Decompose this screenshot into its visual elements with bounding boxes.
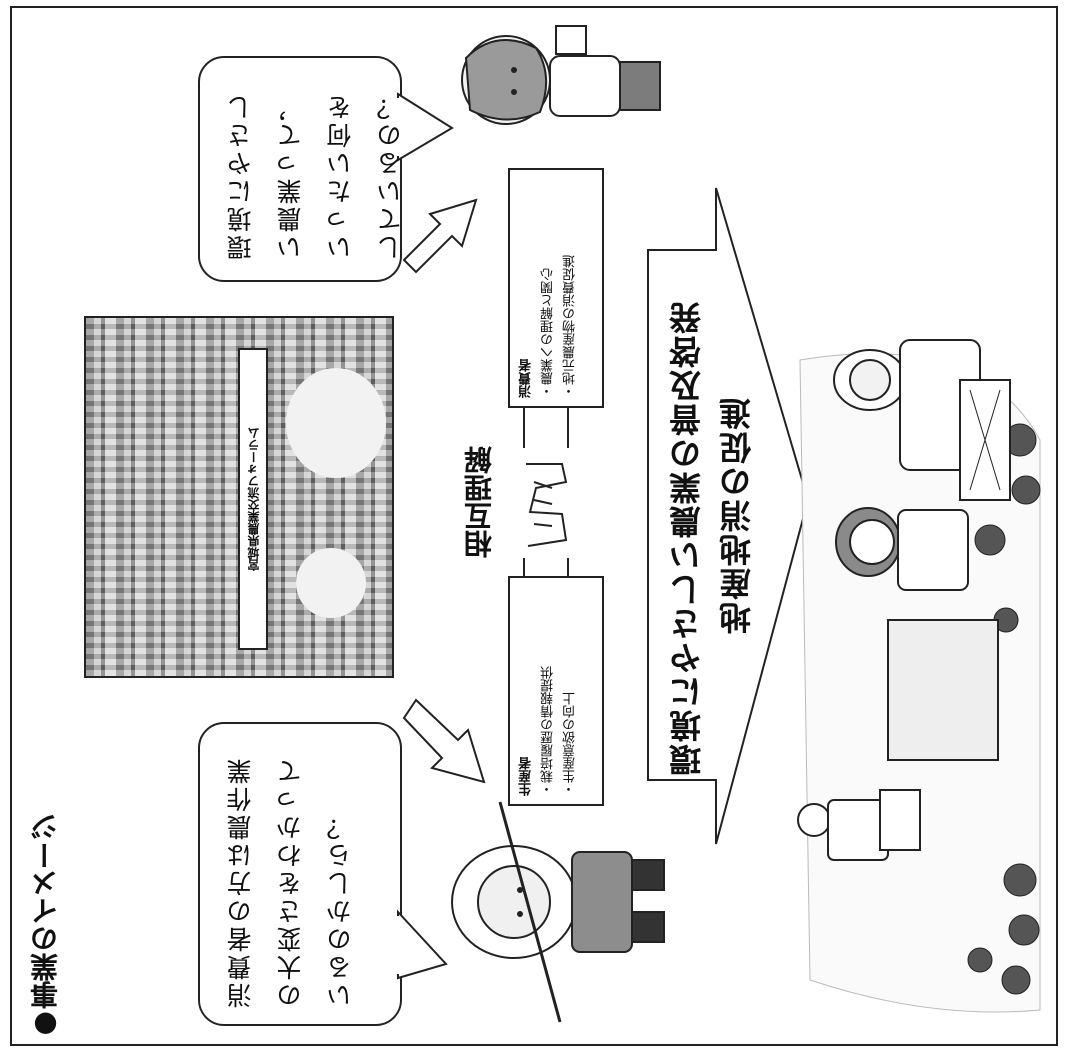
farmer-illustration [451,801,665,1023]
forum-photo: 宮城県農業交流フォーラム [84,316,394,678]
arrow-to-producer-icon [402,698,486,784]
page-frame [10,6,1058,1046]
producer-box-item: ・生産意欲の向上 [563,692,578,796]
forum-photo-banner: 宮城県農業交流フォーラム [238,348,268,650]
producer-box-title: 生産者 [519,757,534,796]
page-title: ●事業のイメージ [29,813,62,1042]
mutual-understanding-label: 相互理解 [463,446,496,558]
family-farming-illustration [797,339,1041,1013]
speech-bubble-consumer [198,56,402,282]
consumer-illustration [461,25,661,125]
speech-bubble-farmer [198,722,402,1026]
arrow-text-line1: 環境にやさしい農業の普及啓発 [668,300,706,776]
arrow-to-consumer-icon [402,198,478,274]
speech-bubble-farmer-text: 消費者の方は農作業の大変さをわかっているのかしら？ [226,756,355,1008]
producer-box: 生産者 ・栽培履歴の情報提供 ・生産意欲の向上 [508,576,604,806]
consumer-box: 消費者 ・農業への理解と関心 ・地元農産物の消費促進 [508,168,604,408]
speech-bubble-consumer-tail [396,92,454,162]
consumer-box-title: 消費者 [519,359,534,398]
consumer-box-item: ・農業への理解と関心 [541,268,556,398]
speech-bubble-consumer-text: 環境にやさしい農業って，いったい何をしているの？ [226,92,405,260]
speech-bubble-farmer-tail [396,909,448,980]
arrow-text-line2: 地産地消の促進 [718,396,756,634]
producer-box-item: ・栽培履歴の情報提供 [541,666,556,796]
large-arrow-shape [647,187,810,845]
handshake-icon [514,278,578,678]
consumer-box-item: ・地元農産物の消費促進 [563,255,578,398]
